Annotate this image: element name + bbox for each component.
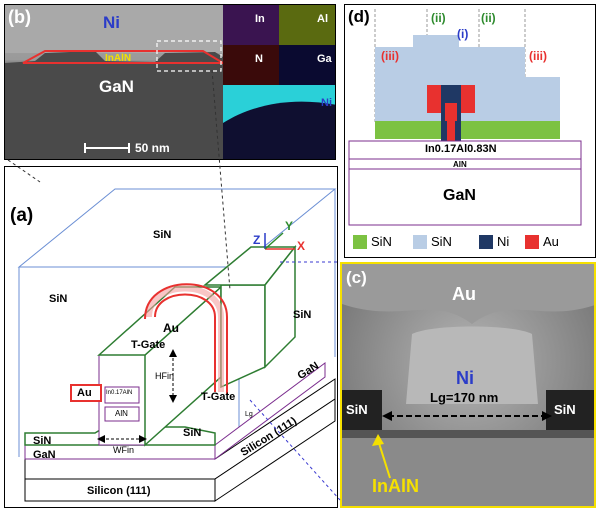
sin-bl-label: SiN xyxy=(33,435,52,447)
panel-b: (b) Ni InAlN GaN 50 nm In Al N Ga Ni xyxy=(4,4,336,160)
ni-label: Ni xyxy=(103,13,120,32)
axis-y-label: Y xyxy=(285,219,294,233)
region-i: (i) xyxy=(457,27,469,41)
panel-d-label: (d) xyxy=(348,7,370,26)
au-top-label: Au xyxy=(163,321,179,335)
legend-label-sin-light: SiN xyxy=(431,234,452,249)
legend-label-sin-green: SiN xyxy=(371,234,392,249)
sin-top-label: SiN xyxy=(153,229,172,241)
legend-swatch-sin-light xyxy=(413,235,427,249)
lg-label-c: Lg=170 nm xyxy=(430,390,499,405)
inaln-label-c: InAlN xyxy=(372,476,419,496)
panel-b-label: (b) xyxy=(8,7,31,27)
axis-x-label: X xyxy=(297,239,306,253)
sin-bm-label: SiN xyxy=(183,427,202,439)
eds-ni: Ni xyxy=(321,97,332,109)
region-iii-right: (iii) xyxy=(529,49,547,63)
legend-swatch-ni xyxy=(479,235,493,249)
panel-d-diagram xyxy=(348,9,582,249)
sin-left-label: SiN xyxy=(49,293,68,305)
tgate-top-label: T-Gate xyxy=(131,339,166,351)
sin-left-label-c: SiN xyxy=(346,402,368,417)
gan-left-label: GaN xyxy=(33,449,56,461)
panel-b-image xyxy=(5,5,335,159)
eds-ga: Ga xyxy=(317,53,332,65)
legend-swatch-au xyxy=(525,235,539,249)
panel-c: (c) Au Ni SiN SiN Lg=170 nm InAlN xyxy=(340,262,596,508)
aln-label: AlN xyxy=(453,160,467,169)
ni-label-c: Ni xyxy=(456,368,474,388)
panel-c-label: (c) xyxy=(346,268,367,287)
lg-label-a: Lg xyxy=(245,411,253,418)
legend-swatch-sin-green xyxy=(353,235,367,249)
gan-label: GaN xyxy=(99,77,134,96)
panel-a-label: (a) xyxy=(10,205,34,226)
region-ii-right: (ii) xyxy=(481,11,496,25)
barrier-label: In0.17Al0.83N xyxy=(425,143,497,155)
au-label-c: Au xyxy=(452,284,476,304)
inaln-label-a: In0.17AlN xyxy=(106,390,133,396)
region-ii-left: (ii) xyxy=(431,11,446,25)
legend-label-ni: Ni xyxy=(497,234,510,249)
eds-n: N xyxy=(255,53,263,65)
zoom-box xyxy=(156,40,222,72)
wfin-label: WFin xyxy=(113,445,134,455)
panel-c-image xyxy=(342,264,594,506)
region-iii-left: (iii) xyxy=(381,49,399,63)
inaln-label: InAlN xyxy=(105,53,132,64)
panel-d: (d) (ii) (ii) (i) (iii) (iii) In0.17Al0.… xyxy=(344,4,596,258)
sin-right-label-c: SiN xyxy=(554,402,576,417)
axis-z-label: Z xyxy=(253,233,261,247)
au-left-label: Au xyxy=(77,387,92,399)
aln-label-a: AlN xyxy=(115,409,128,418)
legend-label-au: Au xyxy=(543,234,559,249)
silicon-front-label: Silicon (111) xyxy=(87,485,151,497)
scale-label: 50 nm xyxy=(135,141,170,155)
sin-right-label: SiN xyxy=(293,309,312,321)
panel-a: (a) SiN SiN SiN SiN SiN GaN GaN Silicon … xyxy=(4,166,338,508)
eds-in: In xyxy=(255,13,265,25)
tgate-right-label: T-Gate xyxy=(201,391,236,403)
hfin-label: HFin xyxy=(155,371,175,381)
gan-label-d: GaN xyxy=(443,187,476,204)
eds-al: Al xyxy=(317,13,328,25)
